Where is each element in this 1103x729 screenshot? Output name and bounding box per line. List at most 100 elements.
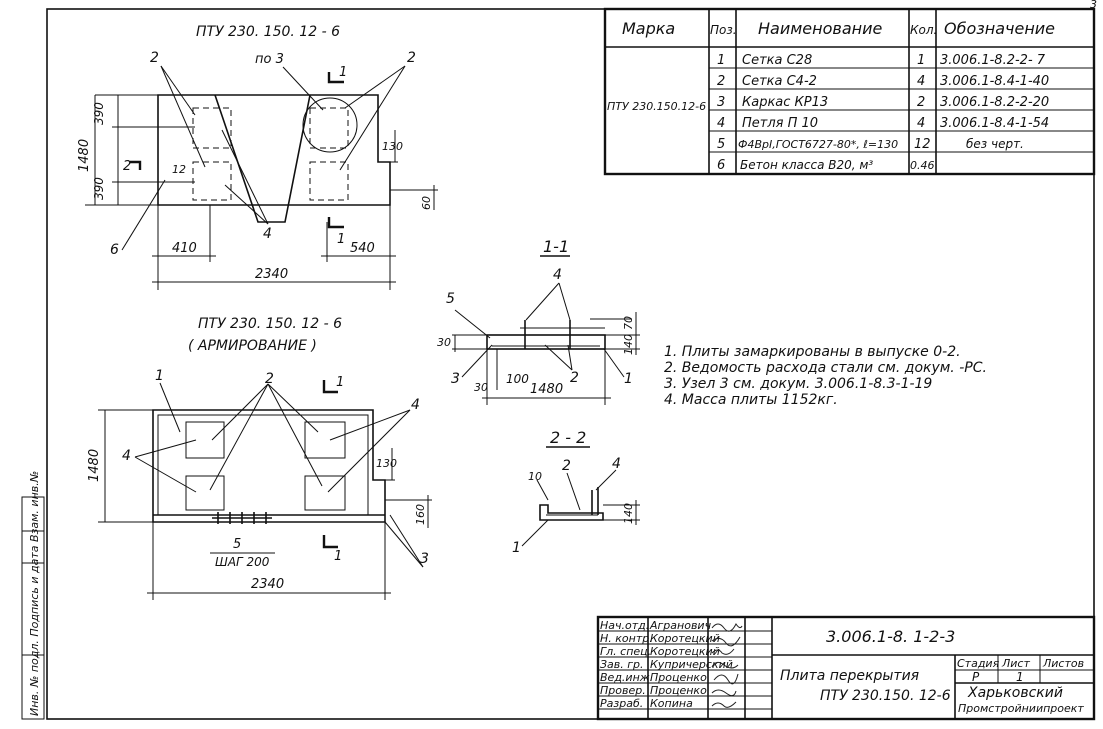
plan-dim-2340: 2340	[255, 267, 288, 282]
side-stamp-text: Инв. № подл. Подпись и дата Взам. инв.№	[28, 471, 41, 716]
reinf-mesh	[304, 475, 346, 511]
note-3: 3. Узел 3 см. докум. 3.006.1-8.3-1-19	[664, 376, 932, 392]
section11-title: 1-1	[543, 237, 569, 256]
stamp-stage-label: Стадия	[957, 657, 1000, 670]
section11-dim-30a: 30	[437, 336, 451, 349]
spec-header-qty: Кол.	[910, 23, 937, 37]
stamp-role: Разраб.	[600, 697, 643, 710]
reinf-title-line2: ( АРМИРОВАНИЕ )	[188, 338, 317, 354]
reinf-leader-2: 2	[265, 371, 274, 387]
stamp-name: Проценко	[650, 671, 707, 684]
note-4: 4. Масса плиты 1152кг.	[664, 392, 838, 408]
spec-header-code: Обозначение	[944, 19, 1055, 38]
spec-row-name: Бетон класса В20, м³	[740, 158, 873, 172]
spec-row-code: 3.006.1-8.4-1-40	[940, 74, 1049, 89]
spec-header-name: Наименование	[758, 19, 882, 38]
stamp-name: Коротецкий	[650, 632, 720, 645]
spec-row-qty: 0.46	[910, 159, 935, 172]
stamp-doc-code: 3.006.1-8. 1-2-3	[826, 627, 955, 646]
stamp-name: Коротецкий	[650, 645, 720, 658]
mesh-outline	[192, 107, 232, 149]
page-number: 3	[1090, 0, 1097, 11]
spec-row-qty: 4	[917, 74, 925, 89]
reinf-sec1-bot: 1	[334, 549, 342, 564]
stamp-sheets-label: Листов	[1042, 657, 1084, 670]
spec-mark: ПТУ 230.150.12-6	[607, 100, 706, 113]
plan-leader-4: 4	[263, 226, 272, 242]
section22-leader-2: 2	[562, 458, 571, 474]
reinf-dim-1480: 1480	[87, 449, 102, 482]
plan-view: ПТУ 230. 150. 12 - 6 2 2 по 3 4 6 1 1 2	[77, 24, 438, 290]
spec-row-code: без черт.	[966, 137, 1024, 151]
spec-row-name: Каркас КР13	[742, 95, 828, 110]
spec-row-pos: 5	[717, 137, 725, 152]
slab-recess	[214, 94, 311, 223]
spec-row-code: 3.006.1-8.4-1-54	[940, 116, 1049, 131]
reinf-leader-3: 3	[420, 551, 429, 567]
reinf-dim-160: 160	[414, 504, 427, 525]
section11-dim-1480: 1480	[530, 382, 563, 397]
reinf-leader-4b: 4	[411, 397, 420, 413]
spec-row-name: Петля П 10	[742, 116, 818, 131]
section11-leader-2: 2	[570, 370, 579, 386]
section22-leader-4: 4	[612, 456, 621, 472]
plan-sec2: 2	[123, 159, 131, 174]
section11-leader-1: 1	[624, 371, 633, 387]
stamp-role: Зав. гр.	[600, 658, 644, 671]
mesh-outline	[309, 107, 349, 149]
stamp-org-line1: Харьковский	[967, 685, 1063, 701]
reinf-dim-2340: 2340	[251, 577, 284, 592]
plan-dim-60: 60	[420, 196, 433, 210]
stamp-title-line2: ПТУ 230.150. 12-6	[820, 688, 951, 704]
reinf-mesh	[304, 421, 346, 459]
stamp-name: Проценко	[650, 684, 707, 697]
notes: 1. Плиты замаркированы в выпуске 0-2. 2.…	[664, 344, 987, 408]
plan-leader-2a: 2	[150, 50, 159, 66]
title-block: Нач.отд. Н. контр. Гл. спец. Зав. гр. Ве…	[596, 615, 1096, 721]
section11-leader-5: 5	[446, 291, 455, 307]
mesh-outline	[192, 161, 232, 201]
plan-leader-2b: 2	[407, 50, 416, 66]
spec-row-qty: 1	[917, 53, 925, 68]
detail-circle	[302, 97, 358, 153]
section22-title: 2 - 2	[550, 428, 586, 447]
spec-row-name: Сетка С28	[742, 53, 812, 68]
reinf-leader-1: 1	[155, 368, 164, 384]
plan-dim-130: 130	[382, 140, 403, 153]
plan-dim-390-top: 390	[92, 102, 106, 125]
plan-callout-by3: по 3	[255, 52, 284, 67]
reinf-leader-4a: 4	[122, 448, 131, 464]
note-2: 2. Ведомость расхода стали см. докум. -Р…	[664, 360, 987, 376]
plan-dim-390-bot: 390	[92, 177, 106, 200]
reinf-title-line1: ПТУ 230. 150. 12 - 6	[198, 316, 342, 332]
spec-row-name: Сетка С4-2	[742, 74, 817, 89]
plan-dim-1480: 1480	[77, 139, 92, 172]
spec-row-pos: 4	[717, 116, 725, 131]
stamp-role: Вед.инж.	[600, 671, 653, 684]
plan-sec1-bot: 1	[337, 232, 345, 247]
stamp-role: Провер.	[600, 684, 646, 697]
section-2-2: 2 - 2 10 2 4 1 140	[512, 428, 640, 556]
reinf-mesh-contour	[157, 414, 369, 516]
sheet-frame	[46, 8, 1095, 720]
section22-body	[539, 504, 604, 521]
reinf-step-label: ШАГ 200	[215, 555, 270, 569]
spec-row-pos: 3	[717, 95, 725, 110]
reinf-step-num: 5	[233, 537, 241, 552]
plan-dim-12: 12	[172, 163, 186, 176]
stamp-name: Копина	[650, 697, 693, 710]
stamp-org-line2: Промстройниипроект	[958, 702, 1084, 715]
reinf-mesh	[185, 475, 225, 511]
mesh-outline	[309, 161, 349, 201]
section11-dim-70: 70	[622, 316, 635, 330]
section11-body	[486, 334, 606, 350]
side-stamp: Инв. № подл. Подпись и дата Взам. инв.№	[21, 471, 45, 720]
spec-row-pos: 6	[717, 158, 725, 173]
note-1: 1. Плиты замаркированы в выпуске 0-2.	[664, 344, 961, 360]
reinf-mesh	[185, 421, 225, 459]
stamp-sheet: 1	[1016, 670, 1024, 684]
reinf-slab-outline	[152, 409, 386, 523]
section11-dim-100: 100	[506, 372, 529, 386]
spec-row-pos: 2	[717, 74, 725, 89]
